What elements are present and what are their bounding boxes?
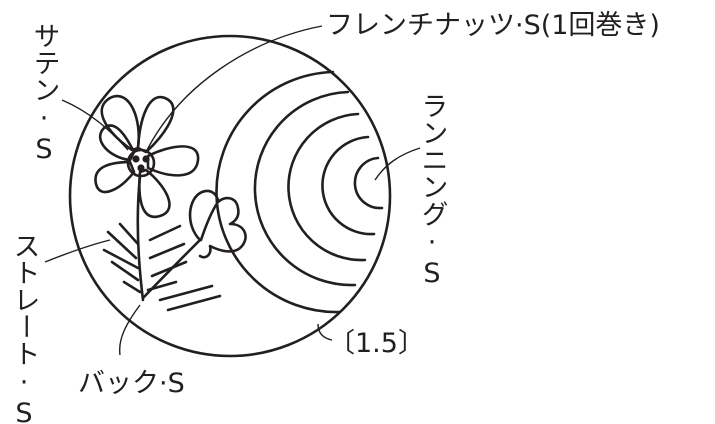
label-back-stitch: バック·S xyxy=(78,368,185,399)
hoop-outline xyxy=(68,34,392,358)
label-running-stitch: ランニング·S xyxy=(417,92,448,289)
leader-lines xyxy=(44,25,421,356)
flower-center-french-knots xyxy=(126,148,156,178)
running-stitch-arcs xyxy=(215,70,384,314)
flower-stem xyxy=(136,174,145,302)
label-french-knot: フレンチナッツ·S(1回巻き) xyxy=(326,10,660,41)
label-hoop-size: 〔1.5〕 xyxy=(328,328,425,359)
flower-petals xyxy=(94,94,200,219)
label-straight-stitch: ストレート·S xyxy=(9,232,40,424)
straight-stitches xyxy=(102,222,222,312)
leaf-satin xyxy=(188,189,247,259)
label-satin-stitch: サテン·S xyxy=(29,22,60,165)
